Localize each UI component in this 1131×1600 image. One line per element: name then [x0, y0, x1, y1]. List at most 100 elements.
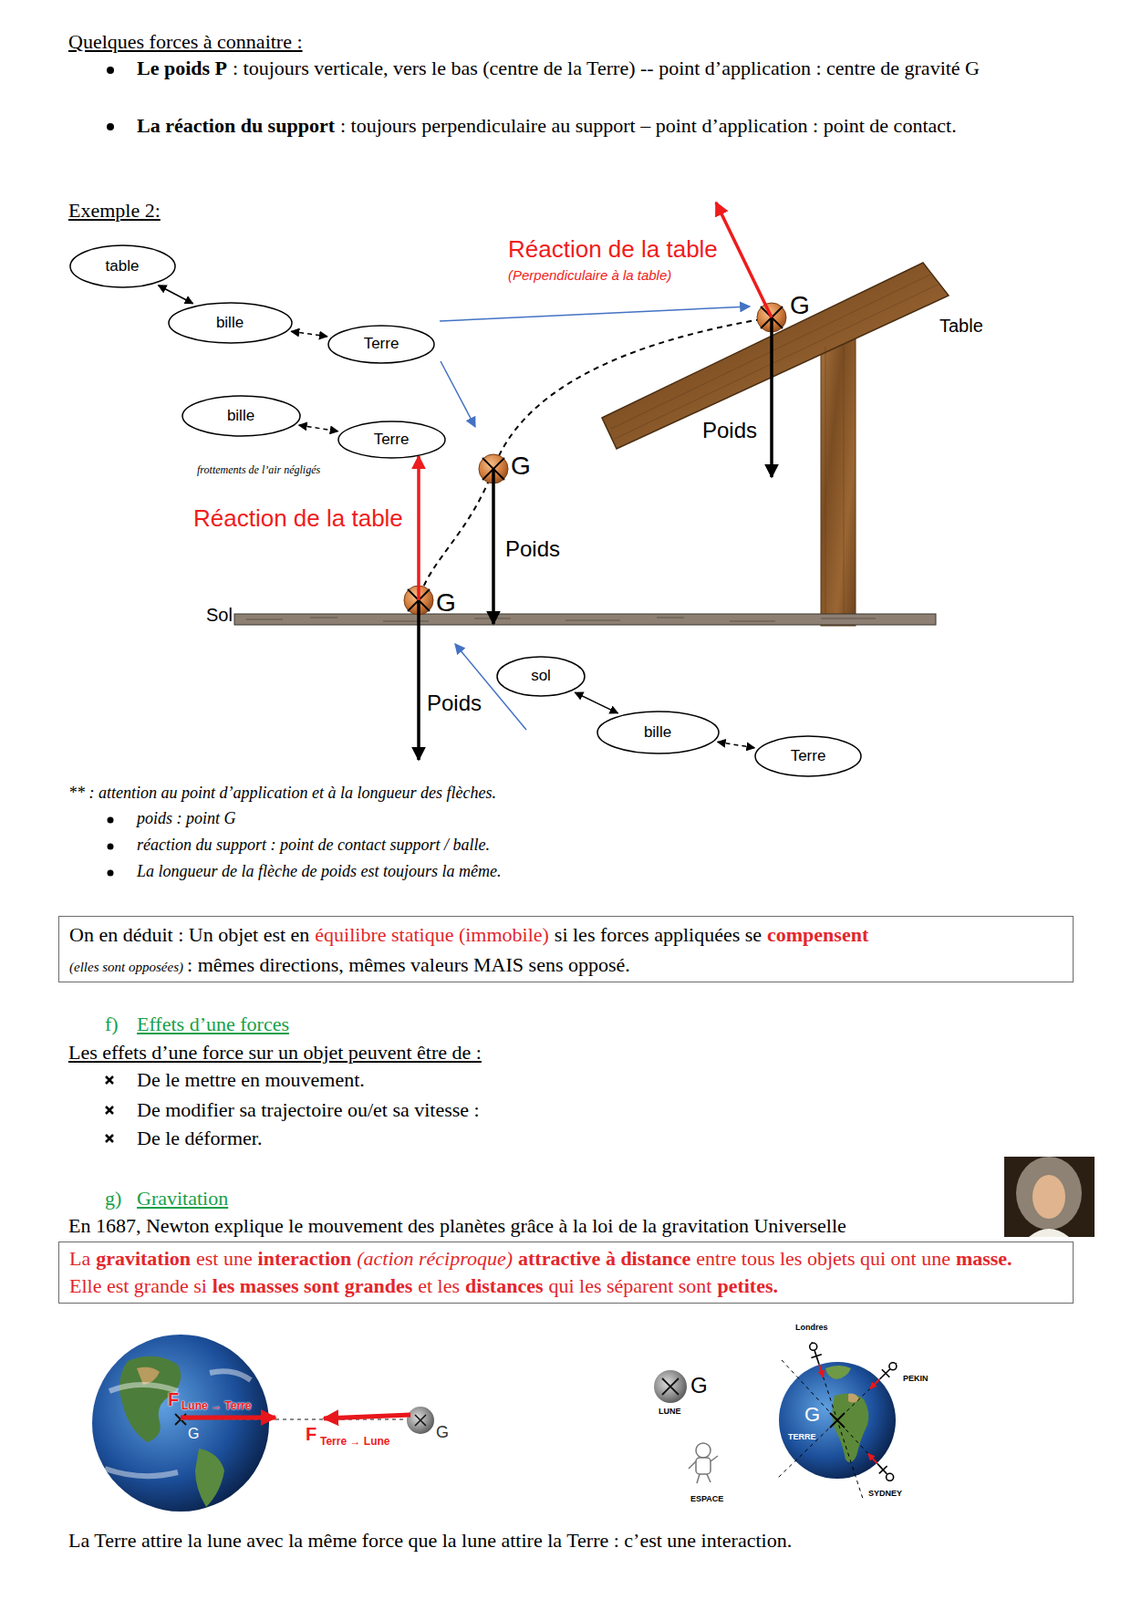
- earth-image: [92, 1334, 270, 1512]
- bullet-text-line: De modifier sa trajectoire ou/et sa vite…: [136, 1098, 480, 1122]
- force-label: F: [305, 1423, 317, 1444]
- gravity-force-arrow: [180, 1414, 411, 1419]
- interaction-oval: Terre: [337, 420, 447, 459]
- section-heading: Gravitation: [136, 1186, 229, 1210]
- point-label-line: G: [690, 1372, 708, 1400]
- interaction-oval: bille: [181, 394, 301, 437]
- object-label-line: TERRE: [788, 1431, 817, 1443]
- force-label-line: Poids: [702, 417, 758, 445]
- note: frottements de l’air négligés: [197, 463, 321, 477]
- weight-arrow: [491, 468, 496, 624]
- box-text: gravitation: [95, 1246, 191, 1270]
- newton-portrait: [1004, 1156, 1095, 1237]
- note-line: frottements de l’air négligés: [197, 463, 321, 477]
- point-label-line: G: [789, 290, 810, 322]
- box-text: petites.: [716, 1274, 779, 1298]
- force-label: Poids: [426, 690, 482, 716]
- weight-arrow: [868, 1453, 878, 1464]
- force-label-line: Poids: [426, 690, 482, 717]
- oval-text: bille: [216, 313, 244, 333]
- box-text: La: [69, 1246, 91, 1270]
- earth-image: [778, 1361, 896, 1479]
- box-text: masse.: [955, 1246, 1013, 1270]
- note-bullet-line: réaction du support : point de contact s…: [136, 835, 490, 856]
- moon-image: [653, 1369, 687, 1403]
- force-subscript: Lune → Terre: [181, 1399, 251, 1412]
- bullet-text-line: Le poids P: toujours verticale, vers le …: [136, 56, 1086, 81]
- person-icon: [809, 1342, 897, 1481]
- oval-outline: [755, 736, 862, 777]
- oval-outline: [338, 421, 446, 458]
- box-text: On en déduit : Un objet est en: [69, 923, 310, 946]
- highlight-box: Lagravitationest uneinteraction(action r…: [58, 1241, 1074, 1304]
- reaction-arrow: [416, 456, 421, 601]
- moon-image: [406, 1406, 435, 1434]
- interaction-oval: Terre: [754, 735, 862, 778]
- object-label: LUNE: [658, 1406, 682, 1416]
- bullet-dot: [107, 817, 115, 824]
- section-number: f): [104, 1012, 119, 1036]
- oval-text: sol: [530, 666, 551, 685]
- object-label: Sol: [206, 604, 233, 625]
- bullet-dot: [107, 870, 115, 877]
- highlight-box: On en déduit : Un objet est enéquilibre …: [58, 915, 1074, 983]
- bullet-text: De le mettre en mouvement.: [136, 1068, 365, 1091]
- astronaut-icon: [688, 1455, 718, 1484]
- force-subscript-line: Lune → Terre: [181, 1399, 251, 1412]
- reaction-arrow: [715, 202, 772, 318]
- center-mark: [830, 1412, 845, 1428]
- oval-outline: [597, 711, 719, 754]
- weight-arrow: [819, 1364, 823, 1377]
- box-text: interaction: [258, 1246, 353, 1270]
- moon-image: [415, 1414, 426, 1426]
- box-text: Elle est grande si: [69, 1274, 208, 1298]
- point-label-line: G: [187, 1424, 199, 1443]
- example-heading-line: Exemple 2:: [68, 198, 161, 223]
- astronaut-icon: [688, 1442, 718, 1484]
- pointer-arrow: [440, 361, 476, 427]
- section-heading-line: Quelques forces à connaitre :: [68, 30, 303, 54]
- radial-line: [781, 1359, 893, 1481]
- bullet-text: De modifier sa trajectoire ou/et sa vite…: [136, 1098, 480, 1121]
- object-label: TERRE: [788, 1431, 817, 1442]
- point-label-line: G: [510, 450, 531, 482]
- object-label-line: LUNE: [658, 1406, 682, 1417]
- bullet-text: La réaction du support: [136, 114, 335, 137]
- person-icon: [880, 1369, 891, 1380]
- reaction-arrow: [418, 202, 772, 601]
- oval-text: Terre: [790, 747, 827, 766]
- section-number-line: g): [104, 1186, 122, 1211]
- place-label-line: PEKIN: [902, 1373, 929, 1384]
- bullet-text: De le déformer.: [136, 1126, 262, 1150]
- ground: [234, 613, 936, 625]
- section-number: g): [104, 1186, 122, 1210]
- interaction-oval: bille: [167, 301, 293, 344]
- oval-outline: [168, 302, 292, 343]
- point-label: G: [435, 1422, 449, 1442]
- paragraph: La Terre attire la lune avec la même for…: [68, 1528, 792, 1552]
- force-subscript-line: Terre → Lune: [320, 1434, 390, 1448]
- ground: [234, 613, 936, 625]
- box-text: compensent: [767, 923, 869, 946]
- person-icon: [809, 1342, 818, 1350]
- ground: [246, 617, 876, 622]
- point-label: G: [690, 1372, 708, 1398]
- object-label-line: ESPACE: [690, 1494, 724, 1505]
- bullet-text: Le poids P: [136, 56, 228, 80]
- interaction-oval: Terre: [327, 324, 436, 364]
- force-label-line: Réaction de la table: [508, 235, 718, 264]
- point-label-line: G: [435, 1422, 449, 1443]
- astronaut-icon: [695, 1457, 711, 1474]
- note-bullet-line: La longueur de la flèche de poids est to…: [136, 861, 501, 882]
- person-icon: [810, 1354, 821, 1359]
- section-number-line: f): [104, 1012, 119, 1037]
- paragraph: Les effets d’une force sur un objet peuv…: [68, 1040, 482, 1064]
- paragraph: En 1687, Newton explique le mouvement de…: [68, 1214, 847, 1237]
- bullet-text: : toujours perpendiculaire au support – …: [340, 114, 957, 137]
- gravity-force-arrow: [180, 1415, 276, 1421]
- section-heading-line: Effets d’une forces: [136, 1012, 290, 1037]
- table-picture: [601, 262, 949, 626]
- force-label-line: F: [305, 1422, 317, 1445]
- person-icon: [877, 1463, 887, 1474]
- place-label: SYDNEY: [868, 1488, 903, 1498]
